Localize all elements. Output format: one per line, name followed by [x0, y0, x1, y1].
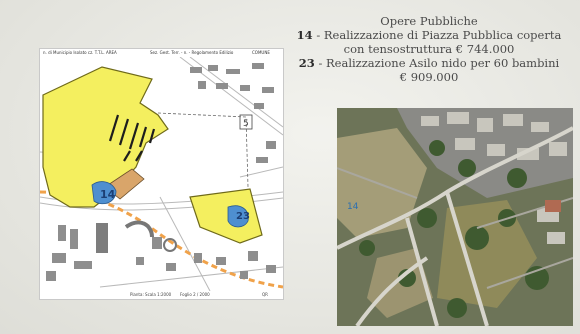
project-23-title: - Realizzazione Asilo nido per 60 bambin… — [314, 56, 560, 70]
project-14-cost: con tensostruttura € 744.000 — [343, 42, 515, 56]
project-14-number: 14 — [296, 28, 313, 42]
photo-label-14: 14 — [347, 202, 359, 212]
aerial-photo-image — [337, 108, 573, 326]
map-footer: Pianta: Scala 1:2000 Foglio 2 / 2000 QR — [40, 291, 283, 299]
aerial-photo: 14 — [337, 108, 573, 326]
map-drawing: 14 23 5 — [40, 57, 283, 291]
map-footer-mid: Foglio 2 / 2000 — [180, 292, 210, 297]
project-23-number: 23 — [298, 56, 315, 70]
map-label-14: 14 — [100, 188, 116, 201]
map-header-mid: Sez. Gest. Terr. - n. - Regolamento Edil… — [150, 50, 234, 55]
project-description: Opere Pubbliche 14 - Realizzazione di Pi… — [290, 14, 568, 84]
project-14-title: - Realizzazione di Piazza Pubblica coper… — [312, 28, 562, 42]
planning-map: n. di Municipio Isolato cz. T.T.L. AREA … — [39, 48, 284, 300]
project-14-line1: 14 - Realizzazione di Piazza Pubblica co… — [290, 28, 568, 42]
project-23-cost: € 909.000 — [399, 70, 459, 84]
zone-14-area — [42, 66, 169, 208]
map-header-right: COMUNE — [252, 50, 270, 55]
map-footer-right: QR — [262, 292, 268, 297]
map-footer-left: Pianta: Scala 1:2000 — [130, 292, 172, 297]
map-header-left: n. di Municipio Isolato cz. T.T.L. AREA — [43, 50, 117, 55]
map-label-23: 23 — [236, 211, 250, 222]
zone-23-area — [189, 188, 263, 244]
water-area-14 — [91, 181, 117, 205]
map-header: n. di Municipio Isolato cz. T.T.L. AREA … — [40, 49, 283, 57]
water-area-23 — [227, 205, 249, 228]
slide-heading: Opere Pubbliche — [380, 14, 478, 28]
project-23-line1: 23 - Realizzazione Asilo nido per 60 bam… — [290, 56, 568, 70]
